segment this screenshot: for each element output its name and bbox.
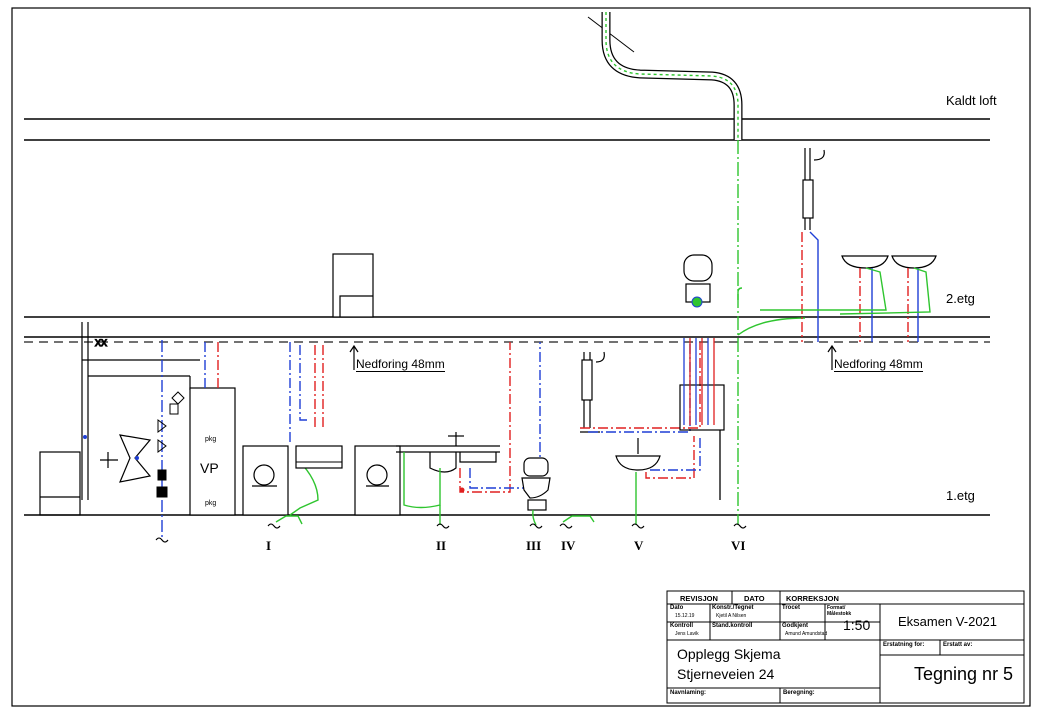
drain-label-iv: IV [561,538,576,553]
tb-drawn-value: Kjetil A Nilsen [716,613,747,619]
downpipe-label-left: Nedforing 48mm [356,357,445,372]
tb-exam: Eksamen V-2021 [898,614,998,629]
floor-lines [24,118,990,516]
tb-description-label: Beregning: [783,690,815,696]
washbasins-2etg [841,255,937,269]
shower-2etg [802,148,825,230]
title-block-grid [666,590,1025,704]
floor-drain-iv [562,515,595,523]
toilet-drain-iii [532,509,537,526]
tb-scale: 1:50 [843,617,871,633]
vent-icon-left [83,435,139,460]
tb-traced-label: Trocet [782,605,801,611]
stack-vi [737,140,806,525]
cabinet-2etg [332,253,374,318]
manifold-pipes [683,338,721,500]
drain-trap-i [275,515,303,525]
toilet-2etg-connection-icon [691,296,703,308]
roof-vent-duct [587,12,743,140]
drain-label-iii: III [526,538,542,553]
cabinet-2etg-pipe [339,295,373,317]
tb-approved-value: Amund Amundstad [785,631,828,637]
shower-1etg-pipes [580,342,701,433]
drain-outlet-marks [155,523,747,543]
heat-pump-tank [189,387,236,516]
drain-label-ii: II [436,538,447,553]
washbasin-box [295,445,343,469]
drawing-border [11,7,1031,707]
downpipe-label-right: Nedforing 48mm [834,357,923,372]
drain-label-v: V [634,538,644,553]
water-inlet-assembly: XX [39,322,200,516]
tb-header-revision: REVISJON [680,594,718,603]
tb-header-date: DATO [744,594,765,603]
tb-drawn-label: Konstr./Tegnet [712,605,754,611]
tb-header-correction: KORREKSJON [786,594,839,603]
tb-replaces-label: Erstatning for: [883,642,925,648]
heat-pump-pipes [204,342,219,388]
washbasin-1etg-pipes [635,436,701,525]
washbasins-2etg-pipes [760,267,931,342]
washing-machine [242,445,289,516]
heat-pump-port-bottom: pkg [205,500,217,507]
level-label-floor2: 2.etg [946,291,975,306]
shower-2etg-pipes [801,231,819,342]
valve-symbols [156,391,185,498]
tb-control-label: Kontroll [670,623,693,629]
drain-label-i: I [266,538,272,553]
dryer-drum-icon [366,464,389,487]
tb-drawing-number: Tegning nr 5 [914,664,1014,684]
tb-std-control-label: Stand.kontroll [712,623,753,629]
tb-control-value: Jens Lavik [675,631,699,637]
tb-replaced-by-label: Erstatt av: [943,642,973,648]
washing-machine-drum-icon [252,464,277,487]
downpipe-arrows [349,344,837,370]
tb-approved-label: Godkjent [782,623,809,629]
washbasin-1etg [615,438,661,471]
kitchen-sink-pipes [403,342,541,525]
heat-pump-label: VP [200,460,219,476]
shower-1etg [580,351,605,433]
toilet-1etg [521,457,551,511]
tumble-dryer [354,445,401,516]
toilet-2etg [683,254,713,303]
tb-title-line1: Opplegg Skjema [677,646,781,662]
tb-format-label: Format/ Målestokk [827,605,852,617]
svg-text:XX: XX [95,338,107,348]
tb-naming-label: Navnlaming: [670,690,707,696]
drain-label-vi: VI [731,538,746,553]
tb-date-label: Dato [670,605,684,611]
heat-pump-port-top: pkg [205,436,217,443]
tb-date-value: 15.12.19 [675,613,695,619]
level-label-cold-attic: Kaldt loft [946,93,997,108]
tb-title-line2: Stjerneveien 24 [677,666,775,682]
kitchen-sink [396,432,500,473]
washing-machine-supply [289,342,324,516]
level-label-floor1: 1.etg [946,488,975,503]
